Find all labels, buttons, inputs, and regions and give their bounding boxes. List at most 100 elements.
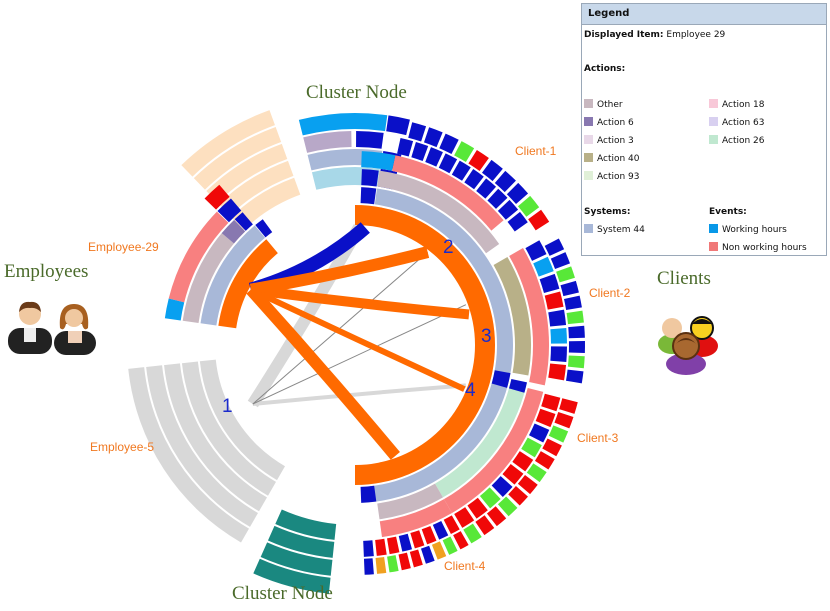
client-3-block	[559, 398, 578, 414]
cluster-node-bottom-label: Cluster Node	[232, 583, 333, 604]
client-2-block	[567, 355, 585, 369]
client-4-block	[409, 549, 423, 568]
client-1-block	[438, 153, 458, 174]
client-2-block	[566, 310, 584, 325]
client-2-block	[544, 238, 565, 256]
employee-29-event-arc	[168, 211, 229, 303]
employee-29-main-arc	[218, 239, 278, 329]
cluster-node-top-block	[356, 131, 384, 149]
client-1-block	[425, 147, 443, 167]
action-legend-label: Action 26	[722, 136, 765, 146]
node-number-3: 3	[481, 326, 492, 347]
system-legend-item: System 44	[584, 224, 645, 235]
node-number-1: 1	[222, 396, 233, 417]
action-legend-item: Other	[584, 99, 623, 110]
clients-main-arc	[355, 205, 495, 485]
action-legend-item: Action 93	[584, 171, 640, 182]
client-2-block	[533, 256, 554, 277]
ring-segments	[128, 110, 585, 594]
client-1-block	[408, 122, 427, 142]
action-swatch	[584, 99, 593, 108]
client-event-arc	[361, 151, 396, 171]
event-legend-label: Working hours	[722, 225, 787, 235]
chord-thin-line	[252, 251, 428, 405]
client-4-block	[398, 552, 411, 571]
client-2-block	[568, 325, 585, 339]
chord-thin-gray	[252, 383, 467, 406]
employee-29-block	[204, 184, 230, 210]
action-legend-item: Action 18	[709, 99, 765, 110]
client-2-block	[544, 291, 564, 310]
node-number-2: 2	[443, 237, 454, 258]
client-3-block	[502, 464, 524, 485]
client-3-block	[541, 393, 561, 412]
cluster-node-bottom-segment	[253, 558, 331, 594]
client-4-block	[420, 545, 435, 564]
client-3-block	[486, 506, 507, 527]
client-1-block	[506, 182, 529, 205]
system-swatch	[584, 224, 593, 233]
client-2-block	[539, 273, 560, 293]
client-2-block	[550, 346, 567, 363]
client-4-block	[421, 525, 437, 545]
client-4-block	[453, 531, 469, 550]
action-legend-label: Other	[597, 100, 623, 110]
client-3-block	[526, 463, 547, 483]
client-4-block	[442, 536, 458, 555]
client-2-block	[556, 266, 575, 283]
action-legend-label: Action 18	[722, 100, 765, 110]
displayed-item-label: Displayed Item:	[584, 30, 664, 40]
cluster-node-top-label: Cluster Node	[306, 82, 407, 103]
action-legend-label: Action 40	[597, 154, 640, 164]
actions-heading: Actions:	[584, 64, 626, 74]
client-event-arc	[392, 155, 504, 231]
client-1-block	[468, 149, 489, 171]
peach-segment	[206, 143, 288, 203]
cluster-node-top-segment	[303, 131, 352, 153]
chord-orange	[246, 285, 400, 460]
cluster-node-top-segment	[298, 112, 388, 136]
client-4-block	[375, 538, 387, 556]
client-4-block	[387, 555, 399, 573]
client-2-block	[550, 327, 567, 344]
client-3-label: Client-3	[577, 431, 619, 445]
action-swatch	[709, 117, 718, 126]
client-3-block	[454, 507, 475, 528]
client-1-block	[487, 188, 508, 209]
action-legend-item: Action 40	[584, 153, 640, 164]
action-legend-item: Action 26	[709, 135, 765, 146]
client-2-label: Client-2	[589, 286, 631, 300]
client-3-block	[521, 437, 542, 458]
client-1-block	[528, 209, 550, 231]
employee-29-block	[234, 212, 253, 231]
client-system-arc	[369, 188, 513, 503]
action-swatch	[584, 135, 593, 144]
employee-29-label: Employee-29	[88, 240, 159, 254]
peach-segment	[231, 177, 301, 230]
client-1-label: Client-1	[515, 144, 557, 158]
client-3-block	[479, 487, 501, 509]
action-swatch	[709, 135, 718, 144]
peach-segment	[193, 126, 282, 190]
peach-segment	[181, 110, 275, 177]
system-legend-label: System 44	[597, 225, 645, 235]
client-3-block	[475, 515, 495, 536]
systems-heading: Systems:	[584, 207, 631, 217]
action-legend-label: Action 3	[597, 136, 634, 146]
clients-label: Clients	[657, 268, 711, 289]
client-action-arc	[435, 383, 526, 498]
employee-29-action-arc	[182, 233, 234, 324]
employee-5-segment	[181, 361, 276, 496]
client-2-block	[564, 295, 582, 311]
employee-29-block	[255, 219, 273, 238]
client-1-block	[423, 127, 443, 148]
client-3-block	[534, 451, 555, 470]
client-2-block	[560, 280, 579, 297]
action-legend-label: Action 6	[597, 118, 634, 128]
action-swatch	[709, 99, 718, 108]
event-legend-item: Non working hours	[709, 242, 807, 253]
client-misc-block	[360, 187, 377, 205]
client-1-block	[411, 141, 429, 162]
action-legend-item: Action 6	[584, 117, 634, 128]
